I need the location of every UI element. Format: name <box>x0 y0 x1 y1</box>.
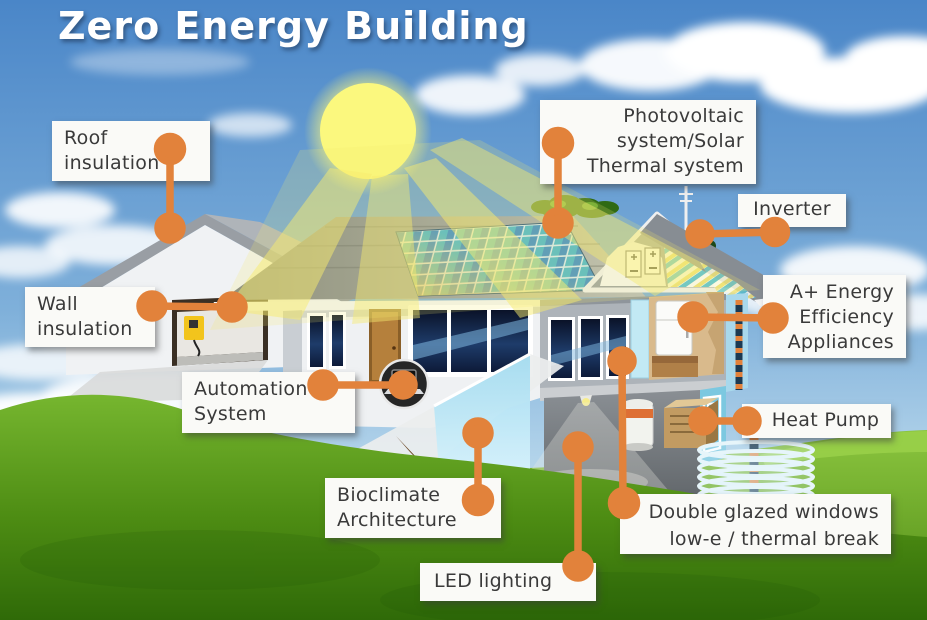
label-line: Double glazed windows <box>648 501 879 523</box>
label-photovoltaic: Photovoltaic system/Solar Thermal system <box>540 100 756 184</box>
label-line: Photovoltaic <box>623 105 744 127</box>
label-automation-system: Automation System <box>182 372 355 433</box>
label-line: Bioclimate <box>337 484 441 506</box>
label-double-glazed-windows: Double glazed windows low-e / thermal br… <box>620 494 891 554</box>
led-lamp-icon <box>580 395 592 406</box>
label-line: Wall <box>37 293 78 315</box>
sun-rays <box>210 138 760 330</box>
label-inverter: Inverter <box>738 194 846 227</box>
label-line: Inverter <box>753 198 831 220</box>
label-line: System <box>194 403 267 425</box>
label-line: insulation <box>64 152 160 174</box>
label-line: Roof <box>64 127 108 149</box>
label-led-lighting: LED lighting <box>420 563 596 601</box>
label-line: Efficiency <box>799 306 894 328</box>
automation-system-icon <box>378 358 430 410</box>
label-line: Automation <box>194 378 308 400</box>
right-wall <box>540 292 726 396</box>
water-heater <box>622 399 654 451</box>
double-glazed-window <box>408 305 533 377</box>
kitchen-cutaway <box>649 292 724 380</box>
inverter-unit <box>625 247 661 278</box>
grass-shading <box>20 530 820 620</box>
label-roof-insulation: Roof insulation <box>52 121 210 181</box>
exterior-pipe-chase <box>726 293 748 392</box>
double-glazed-window <box>307 312 346 370</box>
double-glazed-window <box>548 315 629 381</box>
label-line: system/Solar <box>616 130 744 152</box>
label-line: A+ Energy <box>789 281 894 303</box>
page-title: Zero Energy Building <box>58 4 529 48</box>
fridge-appliance-icon <box>655 300 693 356</box>
label-appliances: A+ Energy Efficiency Appliances <box>763 275 906 358</box>
label-line: LED lighting <box>434 570 553 592</box>
glass-block-wall <box>630 299 650 379</box>
label-wall-insulation: Wall insulation <box>25 287 155 347</box>
label-bioclimate-architecture: Bioclimate Architecture <box>325 478 501 538</box>
label-line: insulation <box>37 318 133 340</box>
label-line: Thermal system <box>586 155 744 177</box>
sun-icon <box>304 67 432 195</box>
label-heat-pump: Heat Pump <box>742 404 891 438</box>
label-line: low-e / thermal break <box>669 528 879 550</box>
label-line: Architecture <box>337 509 457 531</box>
label-line: Appliances <box>787 331 894 353</box>
ev-charger-icon <box>184 316 204 357</box>
heat-pump-unit <box>664 398 718 448</box>
label-line: Heat Pump <box>771 409 880 431</box>
